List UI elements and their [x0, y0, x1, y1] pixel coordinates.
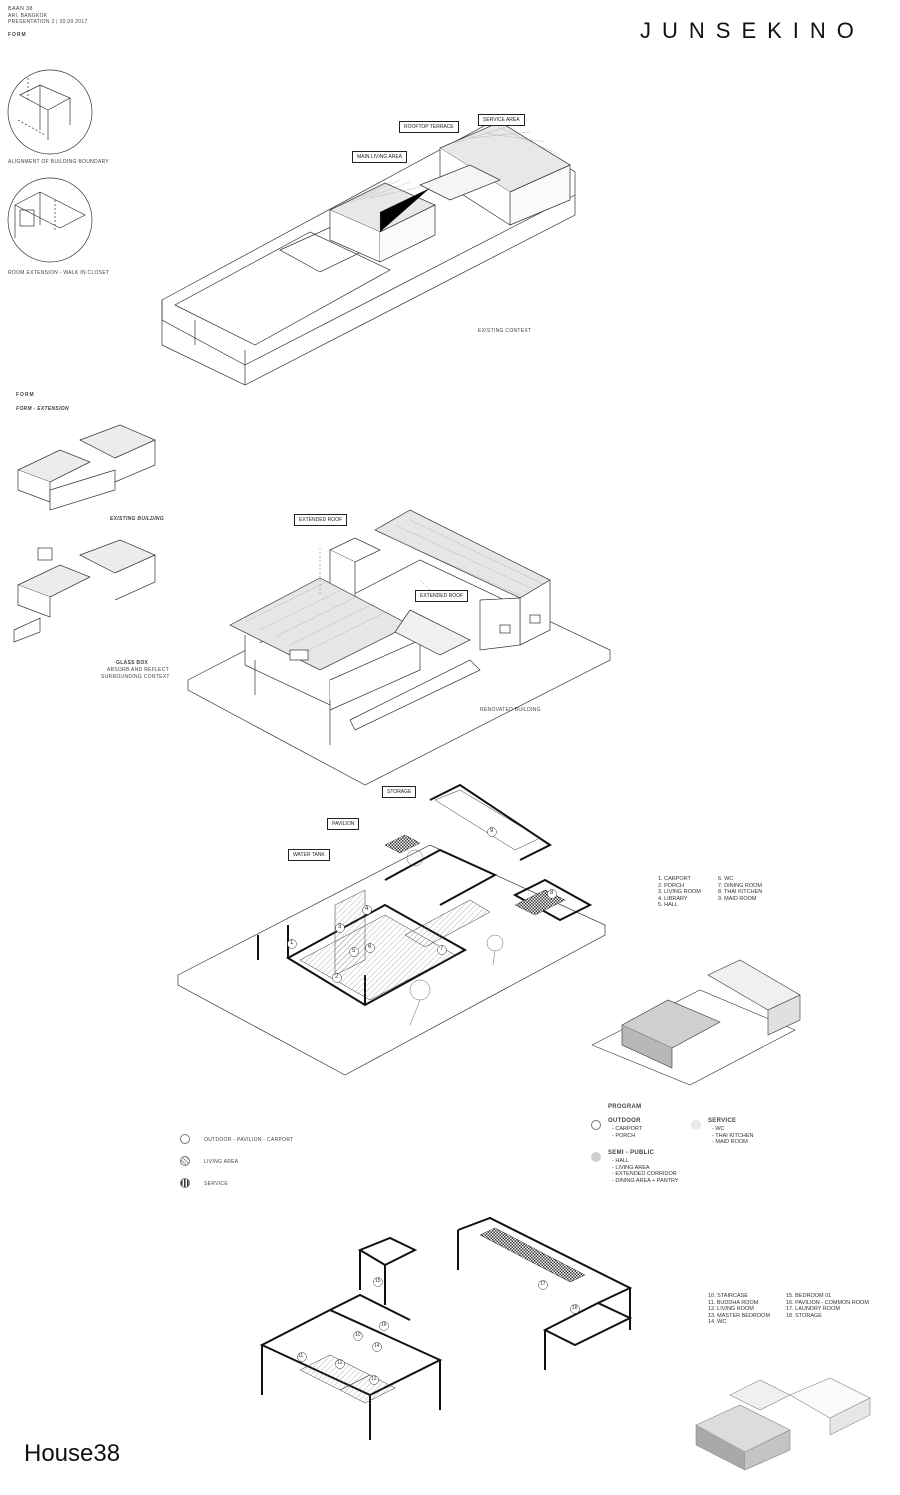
program-swatch-service: [691, 1120, 701, 1130]
room-item: 4. LIBRARY: [658, 895, 688, 902]
brand-logo: JUNSEKINO: [640, 18, 865, 43]
renovated-building-caption: RENOVATED BUILDING: [480, 707, 541, 713]
existing-context-caption: EXISTING CONTEXT: [478, 328, 532, 334]
room-number-4: 4: [365, 906, 369, 912]
legend-label-service: SERVICE: [204, 1181, 228, 1187]
ground-room-list-2: 6. WC 7. DINING ROOM 8. THAI KITCHEN 9. …: [718, 876, 762, 902]
room-item: 14. WC: [708, 1319, 727, 1325]
room-number-16: 16: [381, 1322, 387, 1328]
ground-room-list-1: 1. CARPORT 2. PORCH 3. LIVING ROOM 4. LI…: [658, 876, 701, 909]
room-item: 8. THAI KITCHEN: [718, 889, 763, 895]
room-number-13: 13: [371, 1376, 377, 1382]
room-number-8: 8: [550, 890, 554, 896]
tag-extended-roof-1: EXTENDED ROOF: [294, 514, 348, 526]
program-item: - MAID ROOM: [712, 1139, 748, 1145]
room-item: 9. MAID ROOM: [718, 895, 757, 902]
tag-pavilion: PAVILION: [327, 818, 360, 830]
room-number-1: 1: [290, 940, 294, 946]
circle2-caption: ROOM EXTENSION - WALK IN CLOSET: [8, 270, 110, 276]
legend-swatch-outdoor: [180, 1134, 190, 1144]
glass-box-title: GLASS BOX: [116, 660, 149, 666]
room-item: 12. LIVING ROOM: [708, 1306, 754, 1312]
form-extension-title: FORM - EXTENSION: [16, 406, 69, 412]
room-number-9: 9: [490, 828, 494, 834]
room-item: 18. STORAGE: [786, 1312, 822, 1319]
program-item: - CARPORT: [612, 1126, 643, 1132]
room-item: 3. LIVING ROOM: [658, 889, 701, 895]
room-item: 10. STAIRCASE: [708, 1293, 748, 1299]
legend-swatch-service: [180, 1178, 190, 1188]
tag-service-area: SERVICE AREA: [478, 114, 525, 126]
glass-box-line2: SURROUNDING CONTEXT: [101, 674, 170, 680]
upper-room-list-2: 15. BEDROOM 01 16. PAVILION - COMMON ROO…: [786, 1293, 869, 1319]
tag-main-living-area: MAIN LIVING AREA: [352, 151, 408, 163]
room-item: 13. MASTER BEDROOM: [708, 1312, 771, 1319]
room-item: 5. HALL: [658, 902, 678, 908]
program-item: - THAI KITCHEN: [712, 1132, 754, 1139]
presentation-date: PRESENTATION 2 | 30.09.2017: [8, 19, 88, 25]
program-service-title: SERVICE: [708, 1118, 737, 1124]
room-number-10: 10: [355, 1332, 361, 1338]
program-outdoor-list: - CARPORT - PORCH: [612, 1126, 642, 1139]
program-item: - LIVING AREA: [612, 1164, 650, 1171]
legend-label-living: LIVING AREA: [204, 1159, 239, 1165]
room-number-11: 11: [298, 1353, 304, 1359]
program-semi-title: SEMI - PUBLIC: [608, 1150, 655, 1156]
program-service-list: - WC - THAI KITCHEN - MAID ROOM: [712, 1126, 753, 1146]
existing-building-label: EXISTING BUILDING: [110, 516, 164, 522]
program-item: - DINING AREA + PANTRY: [612, 1177, 679, 1184]
room-number-15: 15: [375, 1278, 381, 1284]
tag-water-tank: WATER TANK: [288, 849, 330, 861]
circle1-caption: ALIGNMENT OF BUILDING BOUNDARY: [8, 159, 110, 165]
room-item: 6. WC: [718, 876, 734, 882]
room-number-14: 14: [374, 1343, 380, 1349]
room-number-5: 5: [352, 948, 356, 954]
room-number-18: 18: [572, 1305, 578, 1311]
upper-room-list-1: 10. STAIRCASE 11. BUDDHA ROOM 12. LIVING…: [708, 1293, 770, 1326]
glass-box-line1: ABSORB AND REFLECT: [107, 667, 170, 673]
room-item: 16. PAVILION - COMMON ROOM: [786, 1299, 869, 1306]
house-title: House38: [24, 1440, 121, 1467]
room-number-17: 17: [540, 1281, 546, 1287]
program-title: PROGRAM: [608, 1104, 642, 1110]
room-item: 1. CARPORT: [658, 876, 691, 882]
tag-storage: STORAGE: [382, 786, 417, 798]
legend-swatch-living: [180, 1156, 190, 1166]
tag-rooftop-terrace: ROOFTOP TERRACE: [399, 121, 459, 133]
room-item: 7. DINING ROOM: [718, 882, 763, 889]
program-outdoor-title: OUTDOOR: [608, 1118, 641, 1124]
room-item: 17. LAUNDRY ROOM: [786, 1306, 840, 1312]
room-number-12: 12: [337, 1360, 343, 1366]
legend-label-outdoor: OUTDOOR - PAVILION - CARPORT: [204, 1137, 294, 1143]
project-name: BAAN 38: [8, 6, 33, 12]
room-item: 2. PORCH: [658, 882, 684, 889]
tag-extended-roof-2: EXTENDED ROOF: [415, 590, 469, 602]
program-swatch-semi: [591, 1152, 601, 1162]
program-item: - PORCH: [612, 1132, 636, 1139]
program-swatch-outdoor: [591, 1120, 601, 1130]
room-number-7: 7: [440, 946, 444, 952]
section-form-title-2: FORM: [16, 392, 35, 398]
room-number-3: 3: [338, 924, 342, 930]
program-item: - HALL: [612, 1158, 630, 1164]
room-item: 15. BEDROOM 01: [786, 1293, 832, 1299]
room-item: 11. BUDDHA ROOM: [708, 1299, 759, 1306]
program-semi-list: - HALL - LIVING AREA - EXTENDED CORRIDOR…: [612, 1158, 679, 1184]
program-item: - EXTENDED CORRIDOR: [612, 1171, 677, 1177]
project-location: ARI, BANGKOK: [8, 13, 48, 19]
room-number-6: 6: [368, 944, 372, 950]
room-number-2: 2: [335, 974, 339, 980]
section-form-title: FORM: [8, 32, 27, 38]
program-item: - WC: [712, 1126, 725, 1132]
